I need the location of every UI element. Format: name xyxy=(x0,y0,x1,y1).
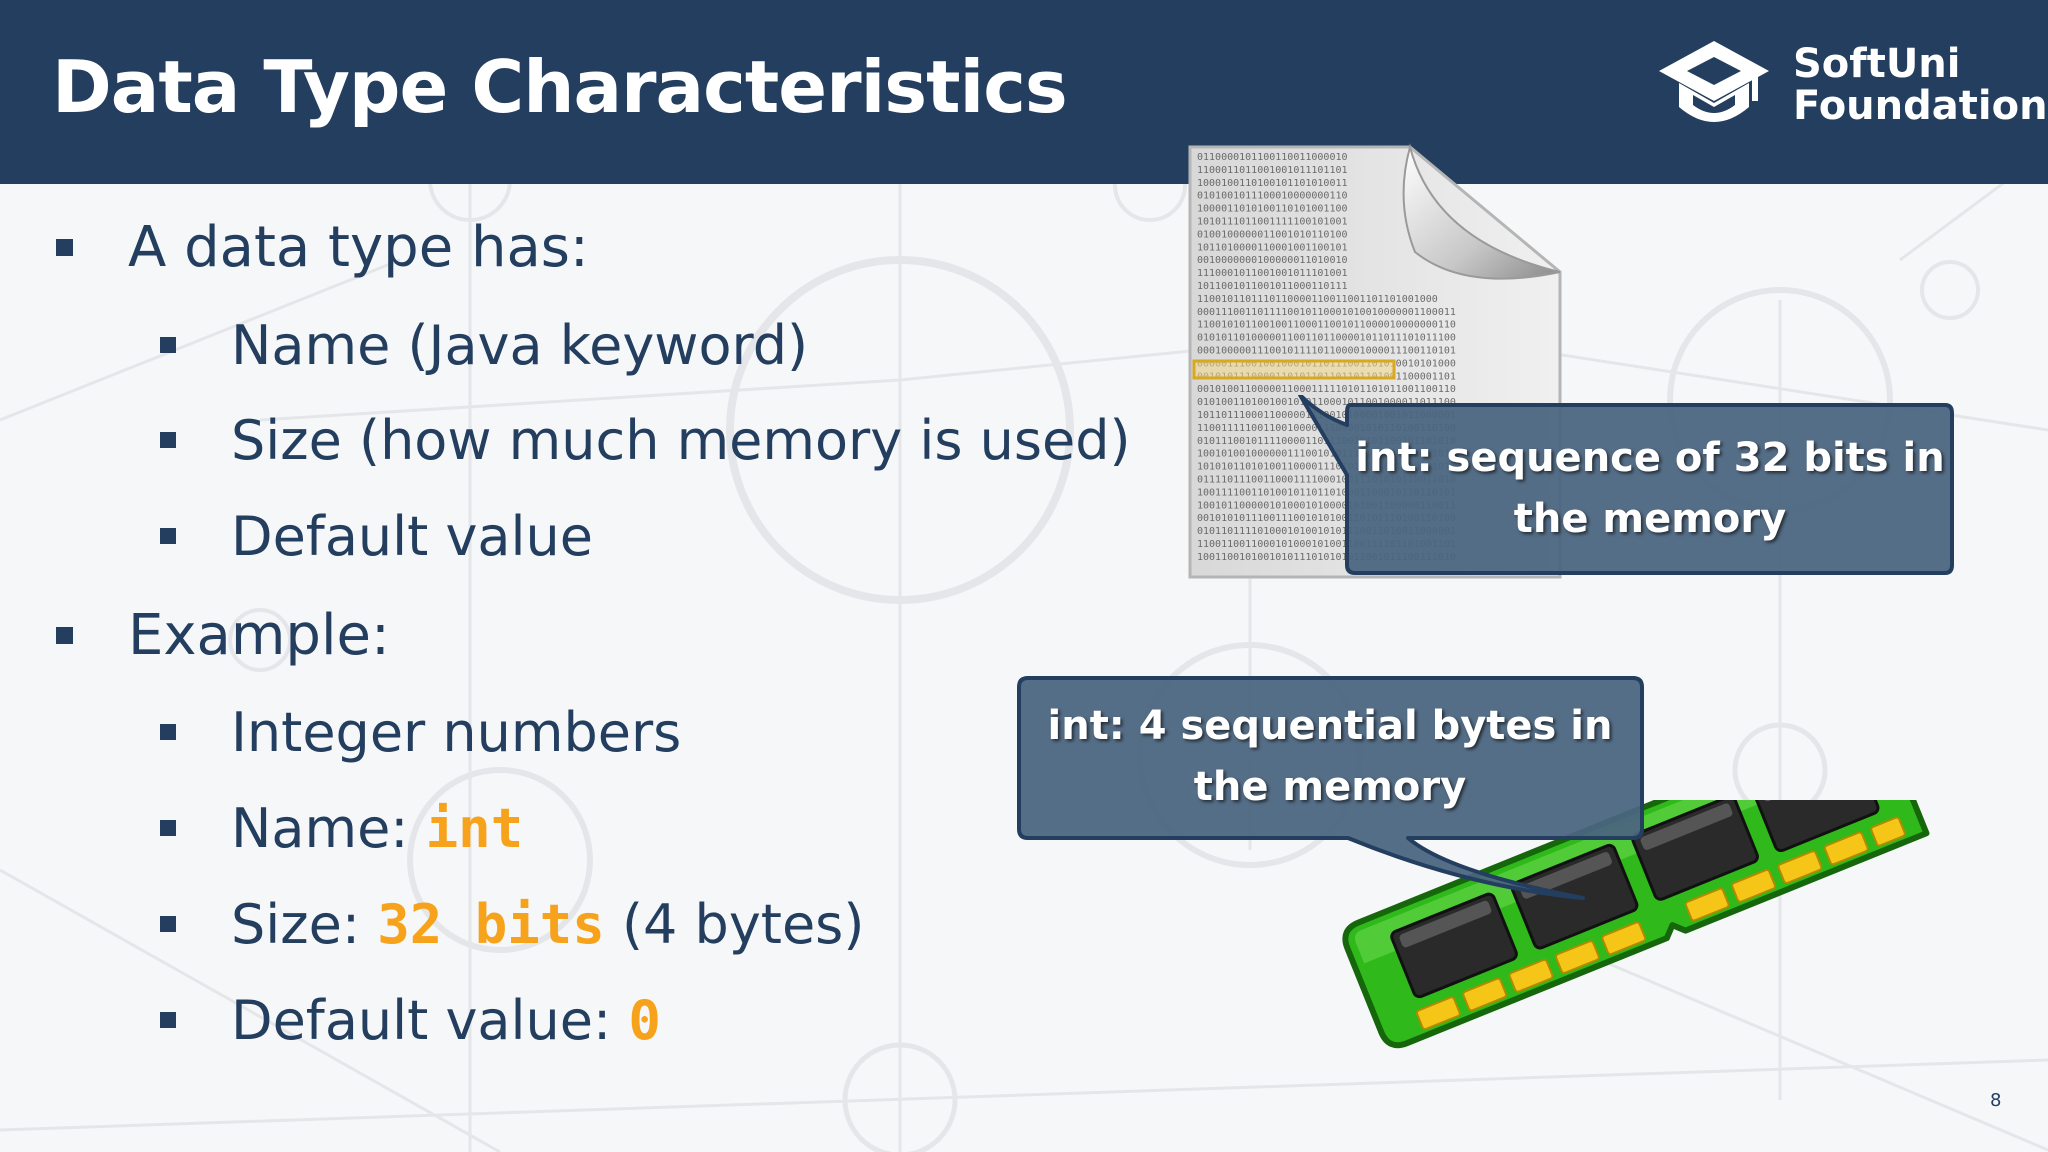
binary-line: 0110000101100110011000010 xyxy=(1197,152,1348,163)
sub-bullet-integer-numbers: Integer numbers xyxy=(160,697,681,767)
default-label: Default value: xyxy=(231,988,629,1052)
binary-line: 0010000000100000011010010 xyxy=(1197,255,1348,266)
binary-line: 0010100110000011000111110101101011001100… xyxy=(1197,384,1456,395)
callout-bytes-bubble xyxy=(1017,676,1644,900)
bullet-square-icon xyxy=(160,916,176,932)
size-value-code: 32 bits xyxy=(377,892,605,956)
graduation-cap-icon xyxy=(1659,41,1769,122)
callout-bits-line2: the memory xyxy=(1513,496,1787,542)
binary-line: 0101011010000011001101100001011011101011… xyxy=(1197,333,1456,344)
bullet-text: Default value xyxy=(231,504,593,568)
bullet-square-icon xyxy=(160,337,176,353)
binary-line: 0001110011011110010110001010010000001100… xyxy=(1197,307,1456,318)
bullet-text: Size: 32 bits (4 bytes) xyxy=(231,893,864,956)
binary-line: 1000100110100101101010011 xyxy=(1197,178,1348,189)
binary-line: 0101001101001001010110001011001000011011… xyxy=(1197,397,1456,408)
binary-line: 1011010000110001001100101 xyxy=(1197,242,1348,253)
callout-bytes-text: int: 4 sequential bytes in the memory xyxy=(1030,696,1630,818)
binary-line: 1010111011001111100101001 xyxy=(1197,217,1348,228)
logo-line-foundation: Foundation xyxy=(1793,83,2048,129)
bullet-text: Default value: 0 xyxy=(231,989,661,1052)
binary-line: 0001000001110010111101100001000011100110… xyxy=(1197,346,1456,357)
binary-line: 0010101011100111001010100110101110100110… xyxy=(1197,513,1456,524)
sub-bullet-size-bits: Size: 32 bits (4 bytes) xyxy=(160,889,864,959)
callout-bits-bubble xyxy=(1298,395,1954,575)
ram-module-icon xyxy=(1342,800,1930,1049)
bullet-text: A data type has: xyxy=(128,214,589,280)
bullet-data-type-has: A data type has: xyxy=(56,212,589,282)
sub-bullet-size: Size (how much memory is used) xyxy=(160,405,1131,475)
bullet-square-icon xyxy=(160,1012,176,1028)
callout-bytes-line1: int: 4 sequential bytes in xyxy=(1047,703,1613,749)
bullet-square-icon xyxy=(56,238,73,256)
binary-line: 0111101110011000111100010011101010110011… xyxy=(1197,475,1456,486)
binary-line: 1100101011001001100011001011000010000000… xyxy=(1197,320,1456,331)
callout-bits-text: int: sequence of 32 bits in the memory xyxy=(1350,428,1950,550)
page-number: 8 xyxy=(1990,1090,2002,1111)
size-suffix: (4 bytes) xyxy=(604,892,865,956)
sub-bullet-name-int: Name: int xyxy=(160,793,523,863)
bullet-square-icon xyxy=(160,528,176,544)
logo-text: SoftUni Foundation xyxy=(1793,43,2048,127)
binary-line: 1001010010000001110010101110100101011011… xyxy=(1197,449,1456,460)
bullet-text: Name: int xyxy=(231,797,523,860)
size-label: Size: xyxy=(231,892,378,956)
bullet-example: Example: xyxy=(56,600,390,670)
binary-line: 1100101101110110000110011001101101001000 xyxy=(1197,294,1438,305)
binary-line: 0101101111010001010010101110011010011000… xyxy=(1197,526,1456,537)
callout-bits-line1: int: sequence of 32 bits in xyxy=(1355,435,1945,481)
sub-bullet-default-zero: Default value: 0 xyxy=(160,985,661,1055)
default-value-code: 0 xyxy=(628,988,661,1052)
page-fold xyxy=(1402,143,1561,280)
binary-line: 1001100101001010111010101011001011100111… xyxy=(1197,552,1456,563)
binary-line: 1100110011000101000101001100111101101001… xyxy=(1197,539,1456,550)
bullet-text: Example: xyxy=(128,602,390,668)
binary-line: 0100100000011001010110100 xyxy=(1197,229,1348,240)
binary-line: 1110001011001001011101001 xyxy=(1197,268,1348,279)
binary-line: 1010101101010011000011101010111001100101… xyxy=(1197,462,1456,473)
binary-line: 0101001011100010000000110 xyxy=(1197,191,1348,202)
header-bar: Data Type Characteristics SoftUni Founda… xyxy=(0,0,2048,184)
bullet-square-icon xyxy=(160,432,176,448)
bullet-text: Size (how much memory is used) xyxy=(231,408,1131,472)
bullet-text: Name (Java keyword) xyxy=(231,313,809,377)
binary-line: 1001111001101001011011010001100010110110… xyxy=(1197,487,1456,498)
page-title: Data Type Characteristics xyxy=(52,45,1068,129)
bullet-text: Integer numbers xyxy=(231,700,682,764)
callout-bytes-line2: the memory xyxy=(1193,764,1467,810)
bullet-square-icon xyxy=(160,724,176,740)
binary-line: 1100011011001001011101101 xyxy=(1197,165,1348,176)
name-value-code: int xyxy=(425,796,524,860)
bullet-square-icon xyxy=(160,820,176,836)
bullet-square-icon xyxy=(56,626,73,644)
sub-bullet-default-value: Default value xyxy=(160,501,593,571)
sub-bullet-name: Name (Java keyword) xyxy=(160,310,808,380)
binary-line: 1001011000001010001010000101001100000110… xyxy=(1197,500,1456,511)
logo-line-softuni: SoftUni xyxy=(1793,41,1961,87)
highlighted-32-bits xyxy=(1192,359,1396,380)
name-label: Name: xyxy=(231,796,426,860)
softuni-logo: SoftUni Foundation xyxy=(1655,35,2048,135)
binary-line: 1011001011001011000110111 xyxy=(1197,281,1348,292)
binary-line: 1000011010100110101001100 xyxy=(1197,204,1348,215)
